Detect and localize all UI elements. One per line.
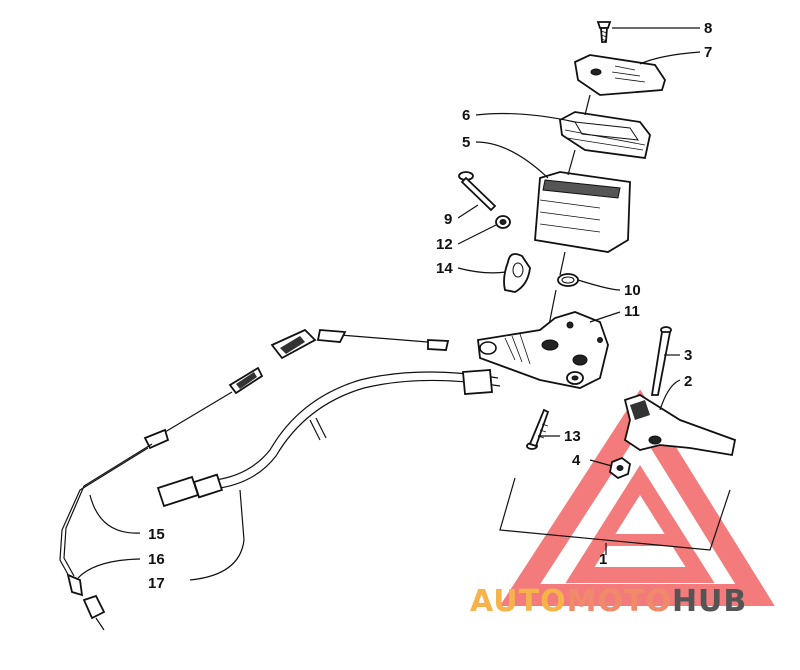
watermark-part-hub: HUB [671, 584, 748, 619]
watermark-part-moto: MOTO [566, 584, 672, 619]
callout-14: 14 [436, 260, 453, 277]
pivot-bolt-part-3 [650, 326, 672, 396]
assembly-bracket [499, 477, 731, 555]
callout-13: 13 [564, 428, 581, 445]
callout-5: 5 [462, 134, 470, 151]
callout-8: 8 [704, 20, 712, 37]
callout-4: 4 [572, 452, 581, 469]
callout-labels: 1 2 3 4 5 6 7 8 9 10 11 12 13 14 15 16 1… [148, 20, 712, 592]
mounting-screw-part-13 [526, 408, 550, 450]
reservoir-gasket-part-6 [559, 111, 651, 160]
cover-screw-part-8 [596, 21, 612, 43]
watermark-text: AUTOMOTOHUB [470, 584, 800, 624]
watermark-logo [499, 389, 775, 606]
callout-17: 17 [148, 575, 165, 592]
o-ring-part-10 [557, 273, 579, 287]
throttle-cable-part-15 [59, 328, 450, 631]
callout-1: 1 [599, 551, 607, 568]
callout-9: 9 [444, 211, 452, 228]
callout-2: 2 [684, 373, 692, 390]
alignment-line-2 [567, 149, 576, 176]
pivot-nut-part-4 [609, 456, 631, 480]
clamp-bolt-part-9 [458, 171, 497, 212]
callout-3: 3 [684, 347, 692, 364]
reservoir-cover-part-7 [573, 54, 666, 96]
handlebar-clamp-part-14 [503, 253, 531, 293]
callout-7: 7 [704, 44, 712, 61]
brake-lever-part-2 [623, 394, 737, 457]
washer-part-12 [495, 215, 511, 229]
callout-11: 11 [624, 303, 640, 320]
leader-lines [77, 27, 701, 579]
alignment-line-1 [584, 94, 591, 116]
callout-6: 6 [462, 107, 470, 124]
callout-10: 10 [624, 282, 641, 299]
callout-12: 12 [436, 236, 453, 253]
watermark-part-auto: AUTO [470, 584, 567, 619]
master-cylinder-part-11 [477, 311, 609, 389]
callout-16: 16 [148, 551, 165, 568]
fluid-reservoir-part-5 [534, 171, 631, 253]
brake-switch-harness-part-17 [156, 369, 501, 581]
alignment-line-3 [559, 251, 566, 276]
callout-15: 15 [148, 526, 165, 543]
